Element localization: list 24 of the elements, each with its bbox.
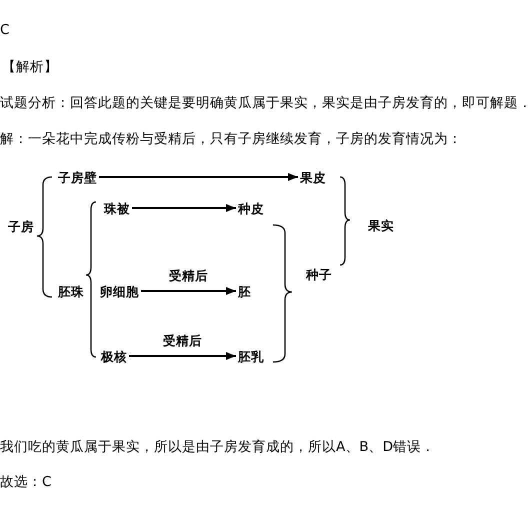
answer-text: C	[0, 22, 10, 38]
term-label: 子房壁	[58, 170, 97, 184]
edge-label: 受精后	[169, 268, 208, 282]
term-label: 极核	[101, 348, 127, 364]
arrow	[141, 287, 236, 295]
solution-text: 解：一朵花中完成传粉与受精后，只有子房继续发育，子房的发育情况为：	[0, 131, 462, 147]
edge-label: 受精后	[163, 332, 202, 348]
term-label: 胚珠	[58, 284, 84, 298]
arrow	[132, 204, 236, 212]
term-label: 珠被	[104, 200, 130, 216]
section-heading: 【解析】	[2, 59, 58, 75]
term-label: 果皮	[300, 170, 326, 184]
term-label: 卵细胞	[100, 284, 139, 298]
arrow	[99, 173, 298, 181]
term-label: 果实	[368, 218, 394, 232]
term-label: 子房	[8, 218, 34, 234]
term-label: 胚	[238, 284, 251, 298]
term-label: 胚乳	[238, 348, 264, 364]
term-label: 种子	[306, 266, 332, 282]
term-label: 种皮	[238, 200, 264, 216]
explanation-text: 我们吃的黄瓜属于果实，所以是由子房发育成的，所以A、B、D错误．	[0, 439, 436, 455]
answer-text: 故选：C	[0, 474, 52, 490]
analysis-text: 试题分析：回答此题的关键是要明确黄瓜属于果实，果实是由子房发育的，即可解题．	[0, 95, 532, 111]
arrow	[129, 352, 236, 360]
